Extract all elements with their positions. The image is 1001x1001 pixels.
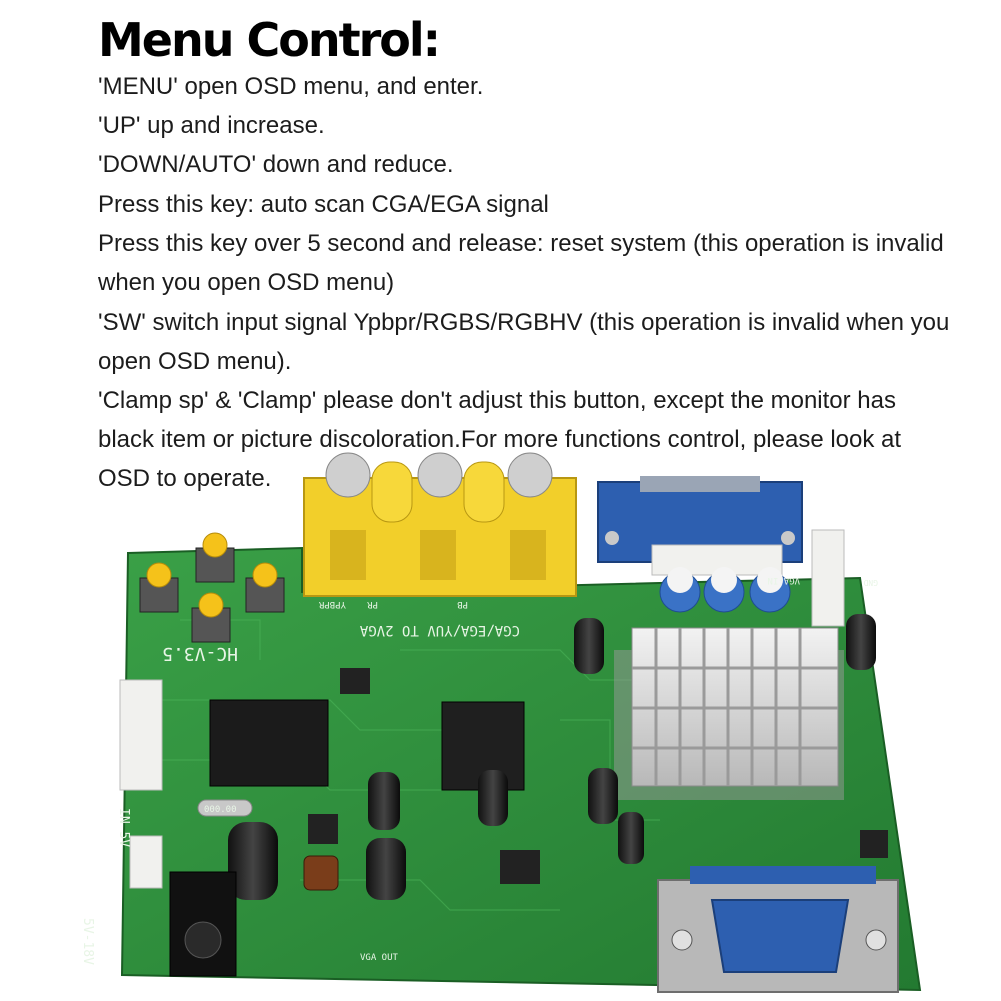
power-label: 5V-18V	[80, 918, 95, 965]
model-label: HC-V3.5	[162, 643, 238, 664]
gnd-label: GND	[863, 578, 878, 587]
caption-label: CGA/EGA/YUV TO 2VGA	[359, 622, 520, 638]
page-title: Menu Control:	[98, 13, 441, 67]
potentiometer-group	[659, 567, 791, 613]
vga-out-connector	[657, 866, 899, 993]
pb-label: PB	[457, 599, 468, 609]
heatsink	[614, 627, 844, 800]
text-line: black item or picture discoloration.For …	[98, 426, 902, 453]
text-line: 'SW' switch input signal Ypbpr/RGBS/RGBH…	[98, 309, 950, 336]
vga-in-label: VGA-IN	[767, 575, 800, 585]
text-line: 'DOWN/AUTO' down and reduce.	[98, 151, 454, 178]
tactile-button-group	[139, 532, 285, 643]
text-line: Press this key: auto scan CGA/EGA signal	[98, 191, 549, 218]
text-line: open OSD menu).	[98, 348, 292, 375]
text-line: when you open OSD menu)	[98, 269, 395, 296]
rca-connector-block	[303, 452, 577, 597]
pr-label: PR	[367, 599, 378, 609]
input-label: IN 5V	[116, 808, 131, 847]
capacitor-group	[228, 614, 876, 900]
ypbpr-label: YPBPR	[318, 599, 346, 609]
text-line: 'MENU' open OSD menu, and enter.	[98, 73, 484, 100]
dc-power-jack	[169, 871, 237, 977]
text-line: 'Clamp sp' & 'Clamp' please don't adjust…	[98, 387, 896, 414]
crystal-label: 000.00	[204, 805, 237, 815]
text-line: 'UP' up and increase.	[98, 112, 325, 139]
text-line: OSD to operate.	[98, 465, 272, 492]
vga-out-label: VGA OUT	[360, 953, 399, 963]
text-line: Press this key over 5 second and release…	[98, 230, 944, 257]
